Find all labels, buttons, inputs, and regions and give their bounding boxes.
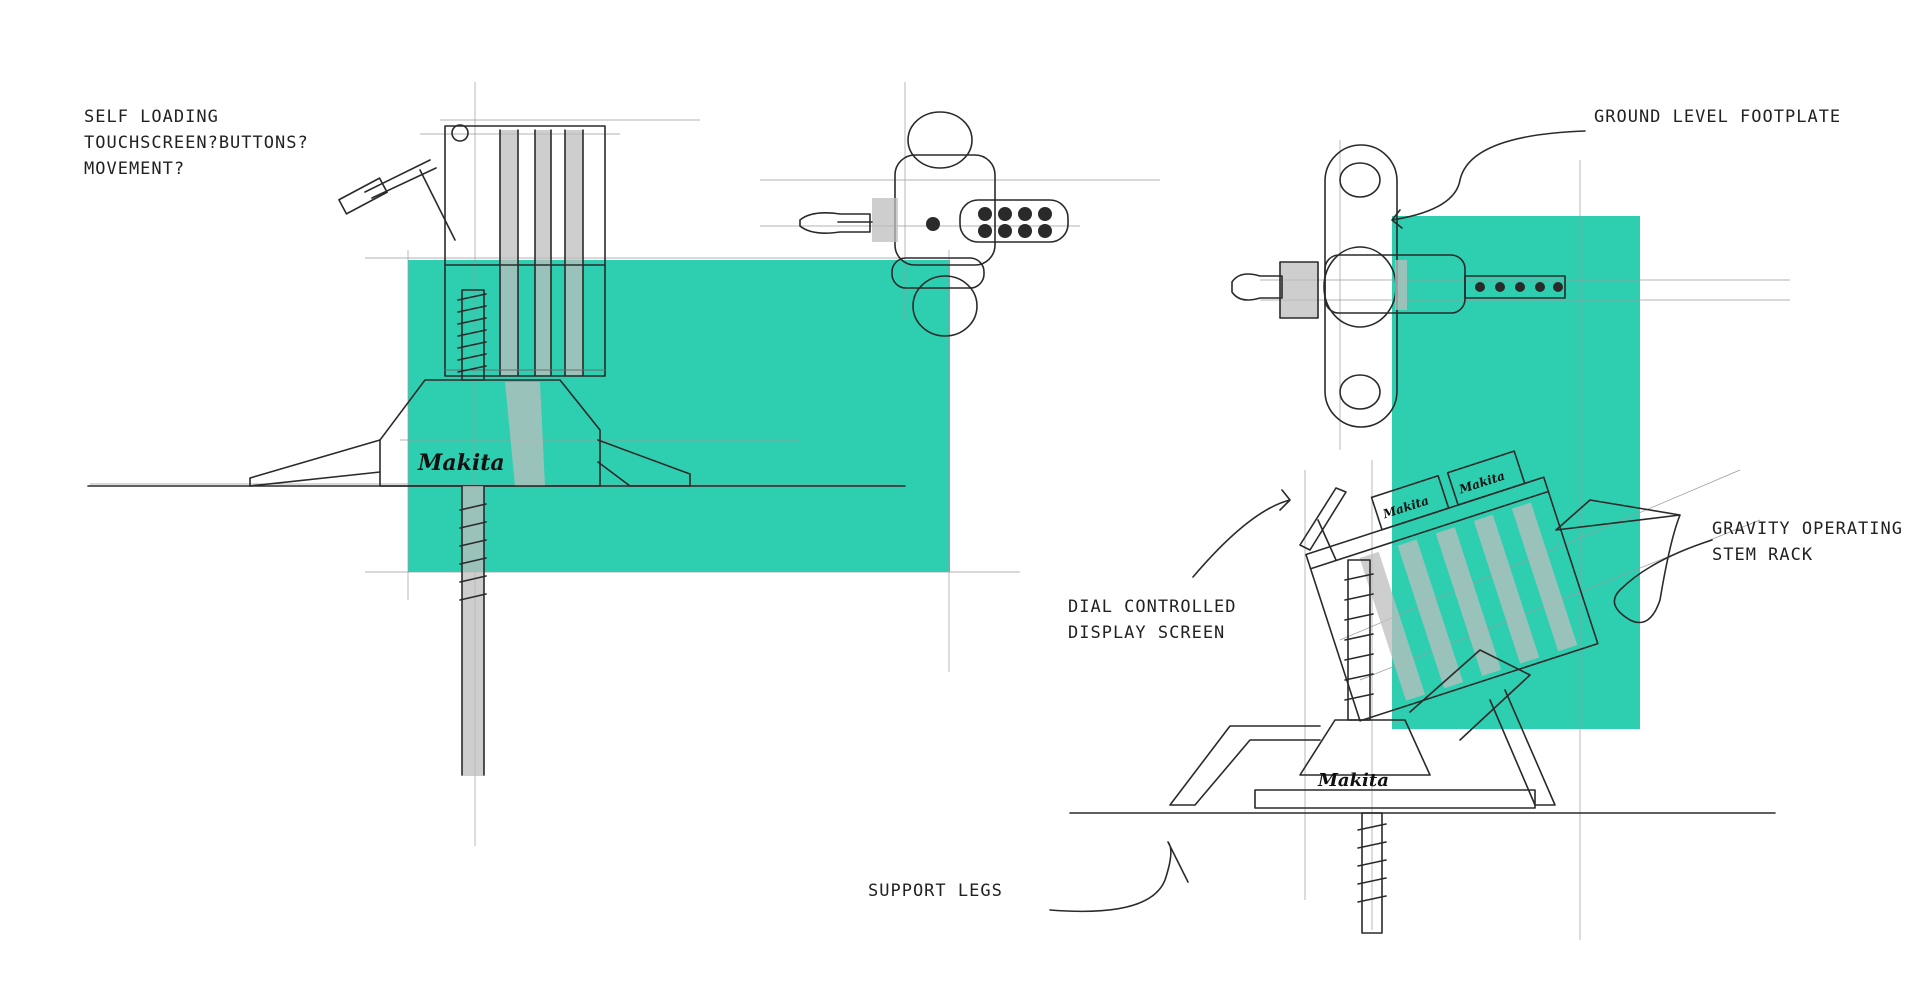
right-unit-elevation: Makita Makita Makita (1069, 160, 1776, 940)
note-dial-display-line-2: DISPLAY SCREEN (1068, 623, 1226, 643)
note-ground-level-footplate: GROUND LEVEL FOOTPLATE (1594, 107, 1842, 127)
note-self-loading-line-1: SELF LOADING (84, 107, 219, 127)
note-self-loading: SELF LOADING TOUCHSCREEN?BUTTONS? MOVEME… (84, 104, 309, 182)
left-unit-elevation: Makita (87, 124, 906, 776)
right-unit-logo: Makita (1317, 770, 1389, 791)
plan-view-top (760, 82, 1160, 337)
footplate-plan-view (1231, 140, 1790, 450)
left-unit-logo: Makita (417, 450, 505, 476)
note-support-legs: SUPPORT LEGS (868, 881, 1003, 901)
note-gravity-rack: GRAVITY OPERATING STEM RACK (1712, 516, 1903, 568)
leader-lines (1049, 130, 1713, 913)
note-gravity-rack-line-2: STEM RACK (1712, 545, 1814, 565)
note-self-loading-line-2: TOUCHSCREEN?BUTTONS? (84, 133, 309, 153)
teal-block-left (408, 260, 950, 572)
note-dial-display-line-1: DIAL CONTROLLED (1068, 597, 1237, 617)
note-gravity-rack-line-1: GRAVITY OPERATING (1712, 519, 1903, 539)
note-self-loading-line-3: MOVEMENT? (84, 159, 186, 179)
note-dial-display: DIAL CONTROLLED DISPLAY SCREEN (1068, 594, 1237, 646)
